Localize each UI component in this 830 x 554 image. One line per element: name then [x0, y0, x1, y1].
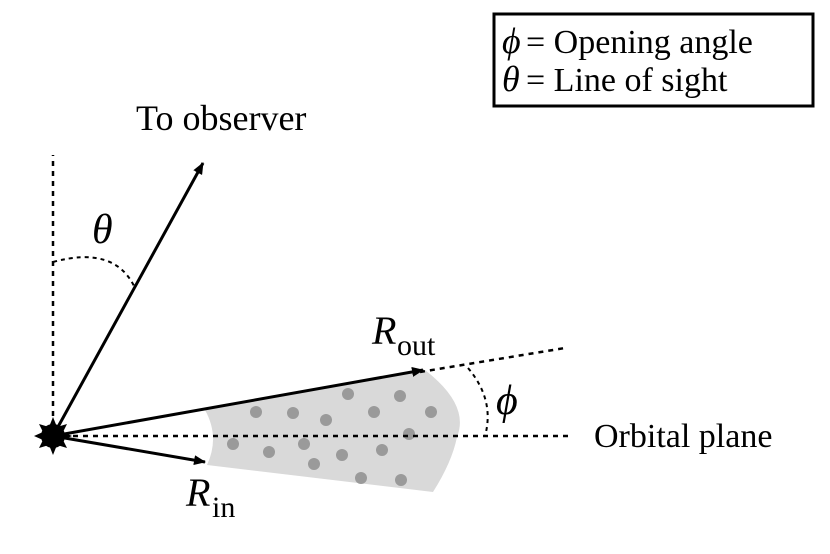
- r-out-arrow: [52, 367, 424, 438]
- region-dot: [403, 428, 415, 440]
- r-in-subscript: in: [212, 491, 235, 524]
- r-in-arrow: [52, 434, 206, 466]
- region-dot: [263, 446, 275, 458]
- region-dot: [336, 449, 348, 461]
- legend-theta-text: = Line of sight: [526, 62, 728, 99]
- region-dot: [376, 444, 388, 456]
- region-dot: [394, 390, 406, 402]
- observer-label: To observer: [136, 98, 306, 138]
- phi-label: ϕ: [496, 378, 518, 424]
- star-icon: [34, 417, 72, 455]
- region-dot: [368, 406, 380, 418]
- legend-box: ϕ = Opening angle θ = Line of sight: [492, 12, 815, 108]
- region-dot: [395, 474, 407, 486]
- r-out-main: R: [371, 308, 396, 353]
- legend-phi-symbol: ϕ: [502, 21, 521, 61]
- orbital-plane-label: Orbital plane: [594, 418, 772, 455]
- region-dots: [227, 388, 437, 486]
- region-dot: [320, 414, 332, 426]
- r-out-subscript: out: [397, 329, 436, 362]
- r-in-main: R: [185, 470, 210, 515]
- region-dot: [227, 438, 239, 450]
- observer-arrow: [51, 162, 205, 437]
- region-dot: [425, 406, 437, 418]
- emission-region: [205, 370, 460, 492]
- region-dot: [308, 458, 320, 470]
- theta-arc: [52, 256, 136, 289]
- region-dot: [342, 388, 354, 400]
- legend-phi-text: = Opening angle: [526, 24, 753, 61]
- region-dot: [250, 406, 262, 418]
- r-in-label: R in: [185, 470, 235, 524]
- opening-angle-line: [419, 346, 566, 374]
- region-dot: [298, 438, 310, 450]
- phi-arc: [467, 367, 489, 437]
- theta-label: θ: [92, 207, 113, 253]
- region-dot: [355, 472, 367, 484]
- region-dot: [287, 407, 299, 419]
- legend-theta-symbol: θ: [502, 59, 520, 99]
- r-out-label: R out: [371, 308, 436, 362]
- legend-frame: [492, 12, 815, 108]
